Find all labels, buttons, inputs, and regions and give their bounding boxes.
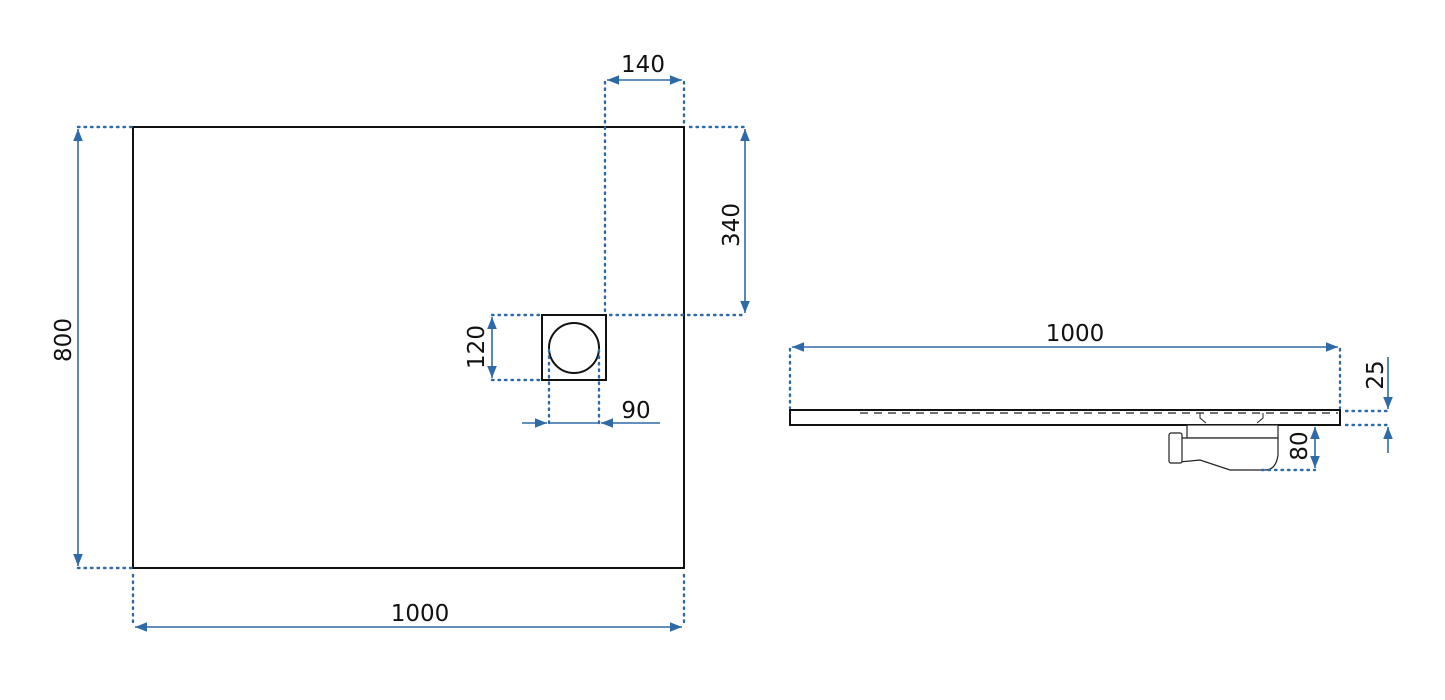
drain-top — [541, 314, 607, 381]
drain-offset-y-label: 340 — [719, 203, 745, 247]
drain-circle — [548, 322, 600, 374]
drain-height-label: 80 — [1287, 431, 1313, 460]
drain-box — [541, 314, 607, 381]
drain-box-label: 120 — [464, 325, 490, 369]
width-label: 1000 — [391, 601, 450, 627]
side-view: 1000 25 80 — [788, 321, 1393, 472]
length-dimension: 1000 — [788, 321, 1342, 410]
drain-diameter-label: 90 — [621, 398, 650, 424]
top-view: 800 1000 140 340 120 — [51, 52, 750, 632]
depth-dimension: 800 — [51, 125, 135, 570]
width-dimension: 1000 — [131, 573, 686, 632]
tray-outline — [132, 126, 685, 569]
drain-trap — [1168, 413, 1279, 471]
depth-label: 800 — [51, 318, 77, 362]
drain-diameter-dimension: 90 — [522, 348, 660, 428]
thickness-dimension: 25 — [1344, 357, 1393, 453]
drain-box-dimension: 120 — [464, 313, 544, 382]
tray-side-outline — [789, 409, 1341, 426]
drain-offset-x-dimension: 140 — [603, 52, 686, 317]
drain-offset-y-dimension: 340 — [608, 125, 750, 317]
length-label: 1000 — [1046, 321, 1105, 347]
drain-height-dimension: 80 — [1260, 427, 1320, 472]
thickness-label: 25 — [1363, 360, 1389, 389]
drain-offset-x-label: 140 — [621, 52, 665, 78]
